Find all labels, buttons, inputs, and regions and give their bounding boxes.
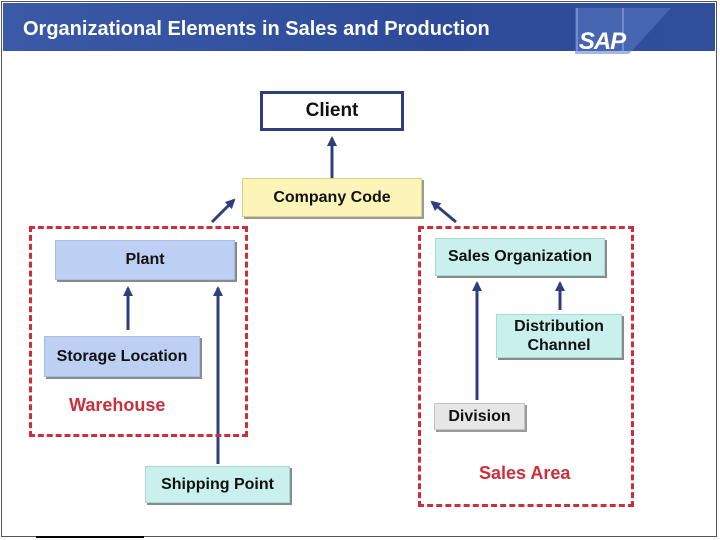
sap-logo-shape bbox=[575, 8, 671, 54]
warehouse-label: Warehouse bbox=[69, 395, 166, 415]
client-node: Client bbox=[260, 91, 404, 131]
company-code-node: Company Code bbox=[242, 178, 422, 217]
sales-area-label: Sales Area bbox=[479, 463, 571, 483]
sales-area-group-border bbox=[418, 226, 634, 507]
slide-title: Organizational Elements in Sales and Pro… bbox=[23, 18, 490, 40]
arrow-plant-to-companycode bbox=[210, 198, 236, 224]
plant-node: Plant bbox=[55, 240, 235, 280]
title-bar: Organizational Elements in Sales and Pro… bbox=[3, 3, 715, 55]
division-node: Division bbox=[434, 403, 525, 430]
sap-logo: SAP bbox=[575, 8, 671, 55]
sales-organization-node: Sales Organization bbox=[435, 238, 605, 276]
warehouse-group-border bbox=[29, 226, 248, 437]
footer-rule bbox=[36, 536, 144, 538]
shipping-point-node: Shipping Point bbox=[145, 466, 290, 503]
arrow-salesorg-to-companycode bbox=[430, 200, 457, 224]
distribution-channel-node: Distribution Channel bbox=[496, 314, 622, 358]
storage-location-node: Storage Location bbox=[44, 336, 200, 377]
sap-logo-text: SAP bbox=[578, 28, 626, 55]
